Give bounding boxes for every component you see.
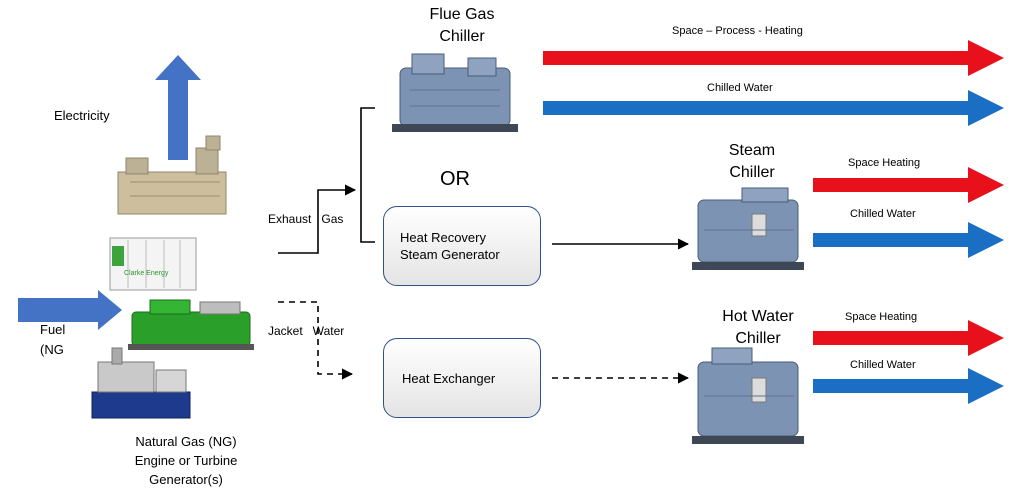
fuel-arrow: [18, 290, 122, 330]
gas-engine-image: [128, 299, 254, 350]
jacket-water-line: [278, 301, 354, 380]
hot-water-cooling-arrow: [813, 368, 1004, 404]
generator-caption-line2: Engine or Turbine: [134, 453, 238, 468]
jacket-water-label: Jacket Water: [268, 324, 345, 338]
hrsg-box-line1: Heat Recovery: [400, 230, 486, 245]
steam-chiller-image: [692, 187, 804, 270]
hrsg-box-line2: Steam Generator: [400, 247, 500, 262]
hot-water-heating-arrow: [813, 320, 1004, 356]
flue-gas-chiller-title-line1: Flue Gas: [429, 6, 495, 23]
flue-gas-chiller-title: Flue Gas Chiller: [412, 4, 512, 48]
flue-gas-chiller-image: [392, 53, 518, 132]
steam-chiller-title: Steam Chiller: [704, 140, 800, 184]
flue-gas-cooling-arrow: [543, 90, 1004, 126]
gas-turbine-image: [91, 347, 191, 419]
fuel-label-line1: Fuel: [40, 322, 66, 337]
brand-text: Clarke Energy: [124, 270, 169, 277]
or-label: OR: [440, 168, 470, 190]
exhaust-gas-label: Exhaust Gas: [268, 212, 344, 226]
generator-equipment-group: [91, 135, 254, 419]
generator-caption: Natural Gas (NG) Engine or Turbine Gener…: [96, 432, 276, 489]
hrsg-box: Heat Recovery Steam Generator: [383, 206, 541, 286]
package-generator-image: [117, 135, 227, 215]
flue-gas-chiller-title-line2: Chiller: [439, 28, 485, 45]
flue-gas-heating-arrow: [543, 40, 1004, 76]
electricity-arrow: [155, 55, 201, 160]
steam-chiller-title-line1: Steam: [728, 142, 776, 159]
hot-water-chiller-image: [692, 347, 804, 444]
steam-heating-arrow: [813, 167, 1004, 203]
fuel-label-line2: (NG: [40, 342, 64, 357]
exhaust-bracket: [360, 107, 375, 243]
hot-water-chiller-title-line1: Hot Water: [722, 308, 794, 325]
flue-gas-heating-label: Space – Process - Heating: [672, 25, 803, 37]
electricity-label: Electricity: [54, 108, 110, 123]
heat-exchanger-box: Heat Exchanger: [383, 338, 541, 418]
generator-caption-line3: Generator(s): [149, 472, 223, 487]
hot-water-cooling-label: Chilled Water: [850, 359, 916, 371]
hot-water-heating-label: Space Heating: [845, 311, 918, 323]
heat-exchanger-box-label: Heat Exchanger: [402, 371, 496, 386]
steam-cooling-arrow: [813, 222, 1004, 258]
steam-cooling-label: Chilled Water: [850, 208, 916, 220]
enclosure-generator-image: [109, 237, 197, 291]
steam-heating-label: Space Heating: [848, 157, 921, 169]
flue-gas-cooling-label: Chilled Water: [707, 82, 773, 94]
generator-caption-line1: Natural Gas (NG): [135, 434, 237, 449]
hot-water-chiller-title: Hot Water Chiller: [702, 306, 814, 350]
fuel-label: Fuel (NG: [40, 320, 65, 360]
steam-chiller-title-line2: Chiller: [729, 164, 775, 181]
hot-water-chiller-title-line2: Chiller: [735, 330, 781, 347]
exhaust-gas-line: [278, 184, 357, 254]
